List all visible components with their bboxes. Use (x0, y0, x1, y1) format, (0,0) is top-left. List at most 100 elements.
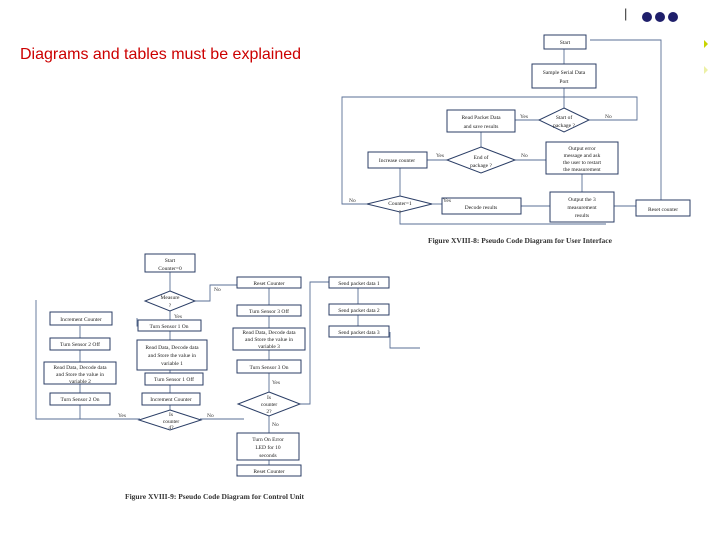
cu-send-3-node (328, 325, 390, 338)
cu-read-right-label: and Store the value in (245, 337, 293, 343)
cu-turn-s3-on-node (236, 359, 302, 374)
cu-no-label: No (272, 422, 279, 428)
cu-read-left-node (43, 361, 117, 385)
ui-yes-label: Yes (443, 198, 451, 204)
ui-output-error-label: the measurement (563, 167, 601, 173)
cu-counter-4-label: 4? (168, 425, 174, 431)
cu-turn-s2-off-node (49, 337, 111, 351)
cu-increment-counter-left-node (49, 311, 113, 326)
cu-reset-counter-bottom-node (236, 464, 302, 477)
ui-increase-counter-label: Increase counter (379, 158, 415, 164)
cu-read-right-label: Read Data, Decode data (242, 330, 296, 336)
cu-start-label: Start (165, 258, 176, 264)
cu-turn-s1-on-node (137, 319, 202, 332)
cu-read-left-label: Read Data, Decode data (53, 365, 107, 371)
ui-yes-label: Yes (436, 153, 444, 159)
cu-read-left-label: variable 2 (69, 379, 91, 385)
cu-read-mid-label: and Store the value in (148, 353, 196, 359)
cu-turn-s2-off-label: Turn Sensor 2 Off (60, 341, 100, 348)
cu-counter-2-decision (236, 391, 302, 417)
ui-no-label: No (605, 114, 612, 120)
ui-end-of-package-decision (445, 146, 517, 174)
ui-output-3-label: measurement (567, 205, 597, 211)
ui-no-label: No (349, 198, 356, 204)
ui-start-label: Start (560, 40, 571, 46)
ui-start-of-package-label: Start of (556, 114, 573, 121)
ui-read-packet-label: Read Packet Data (461, 115, 501, 121)
cu-reset-counter-top-label: Reset Counter (253, 281, 284, 287)
cu-counter-2-label: Is (267, 395, 271, 401)
ui-counter-check-label: Counter=1 (388, 201, 412, 207)
cu-start-label: Counter=0 (158, 266, 182, 272)
header-dots-icon (642, 12, 678, 22)
cu-no-label: No (207, 413, 214, 419)
ui-start-of-package-decision (537, 107, 591, 133)
cu-increment-counter-left-label: Increment Counter (60, 317, 102, 323)
cu-send-1-node (328, 276, 390, 289)
cu-turn-on-error-label: LED for 10 (255, 444, 281, 451)
cu-start-node (144, 253, 196, 273)
cu-read-mid-node (136, 339, 208, 371)
cu-counter-4-label: counter (163, 419, 180, 425)
diagram-control-unit: Start Counter=0 Measure ? Turn Sensor 1 … (35, 253, 420, 501)
ui-output-error-node (545, 141, 619, 175)
cu-reset-counter-top-node (236, 276, 302, 289)
cu-counter-4-label: Is (169, 412, 173, 418)
cu-read-right-node (232, 327, 306, 351)
cu-increment-counter-mid-label: Increment Counter (150, 397, 192, 403)
page-marker: | (624, 6, 628, 21)
cu-send-2-label: Send packet data 2 (338, 308, 380, 314)
ui-read-packet-node (446, 109, 516, 133)
ui-read-packet-label: and save results (464, 124, 499, 130)
ui-reset-counter-node (635, 199, 691, 217)
ui-output-3-node (549, 191, 615, 223)
cu-turn-s3-on-label: Turn Sensor 3 On (249, 365, 288, 371)
ui-start-node (543, 34, 587, 50)
cu-increment-counter-mid-node (141, 392, 201, 406)
cu-measure-label: ? (169, 303, 172, 309)
ui-diagram-caption: Figure XVIII-8: Pseudo Code Diagram for … (428, 236, 613, 245)
ui-reset-counter-label: Reset counter (648, 207, 678, 213)
cu-turn-on-error-label: seconds (259, 453, 276, 459)
cu-turn-s1-off-label: Turn Sensor 1 Off (154, 376, 194, 383)
cu-send-2-node (328, 303, 390, 316)
ui-end-of-package-label: package ? (470, 163, 492, 169)
ui-end-of-package-label: End of (474, 154, 489, 161)
cu-turn-s2-on-label: Turn Sensor 2 On (60, 397, 99, 403)
ui-output-3-label: Output the 3 (568, 197, 596, 203)
ui-output-3-label: results (575, 213, 589, 219)
ui-increase-counter-node (367, 151, 428, 169)
cu-turn-s3-off-label: Turn Sensor 3 Off (249, 308, 289, 315)
cu-turn-on-error-label: Turn On Error (252, 437, 284, 443)
cu-counter-4-decision (137, 409, 203, 431)
diagram-user-interface: Start Sample Serial Data Port Read Packe… (341, 34, 691, 245)
cu-reset-counter-bottom-label: Reset Counter (253, 469, 284, 475)
cu-counter-2-label: 2? (266, 409, 272, 415)
slide-title: Diagrams and tables must be explained (20, 46, 302, 63)
cu-yes-label: Yes (272, 380, 280, 386)
ui-output-error-label: message and ask (564, 153, 601, 159)
cu-read-right-label: variable 3 (258, 344, 280, 350)
cu-send-3-label: Send packet data 3 (338, 330, 380, 336)
cu-no-label: No (214, 287, 221, 293)
ui-sample-node (531, 63, 597, 89)
ui-no-label: No (521, 153, 528, 159)
cu-turn-on-error-node (236, 432, 300, 461)
cu-turn-s1-off-node (144, 372, 204, 386)
ui-yes-label: Yes (520, 114, 528, 120)
cu-counter-2-label: counter (261, 402, 278, 408)
ui-counter-check-label: ? (399, 210, 402, 216)
ui-decode-node (441, 197, 522, 215)
ui-output-error-label: Output error (568, 146, 596, 152)
side-marker-icon (704, 40, 708, 48)
cu-yes-label: Yes (118, 413, 126, 419)
cu-read-mid-label: Read Data, Decode data (145, 345, 199, 351)
ui-sample-label: Port (559, 79, 569, 85)
cu-read-left-label: and Store the value in (56, 372, 104, 378)
cu-turn-s2-on-node (49, 392, 111, 406)
side-marker-icon (704, 66, 708, 74)
cu-turn-s3-off-node (236, 304, 302, 317)
ui-sample-label: Sample Serial Data (543, 70, 586, 76)
ui-counter-check-decision (366, 195, 433, 213)
